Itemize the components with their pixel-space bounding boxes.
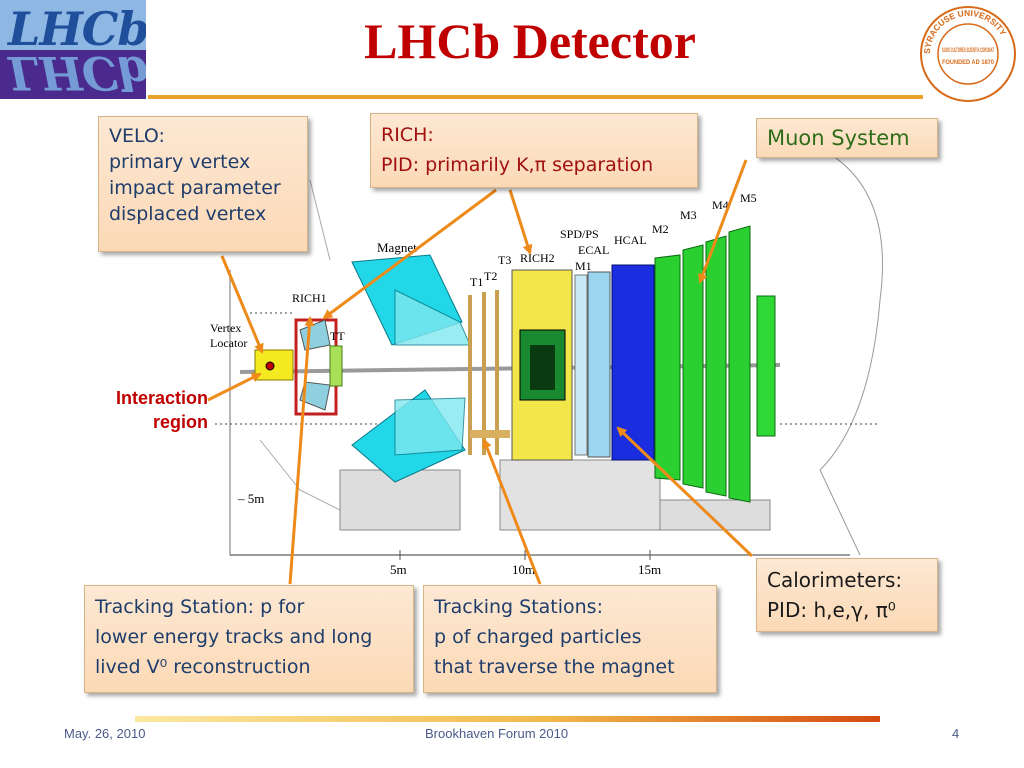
- arrow-interaction-region: [207, 372, 262, 402]
- label-m3: M3: [680, 208, 697, 222]
- label-t2: T2: [484, 269, 497, 283]
- label-rich1: RICH1: [292, 291, 327, 305]
- arrow-tracking-tt: [288, 316, 315, 585]
- label-m5: M5: [740, 191, 757, 205]
- tracking-stations-line-2: that traverse the magnet: [434, 656, 675, 678]
- tracking-station-line-3: lived V⁰ reconstruction: [95, 656, 311, 678]
- label-hcal: HCAL: [614, 233, 647, 247]
- lhcb-logo-text: LHCb: [8, 2, 146, 56]
- label-t3: T3: [498, 253, 511, 267]
- tracking-station-callout: Tracking Station: p for lower energy tra…: [84, 585, 414, 693]
- tracking-station-line-2: lower energy tracks and long: [95, 626, 373, 648]
- label-m1: M1: [575, 259, 592, 273]
- seal-founded: FOUNDED AD 1870: [942, 60, 995, 66]
- footer-rule: [135, 716, 880, 722]
- seal-motto: SUOS CULTORES SCIENTIA CORONAT: [942, 48, 994, 54]
- calorimeters-callout: Calorimeters: PID: h,e,γ, π⁰: [756, 558, 938, 632]
- title-rule: [148, 95, 923, 99]
- arrow-rich-1: [322, 188, 497, 320]
- interaction-region-line-2: region: [152, 412, 208, 432]
- rich-callout: RICH: PID: primarily K,π separation: [370, 113, 698, 188]
- x-tick-10m: 10m: [512, 562, 535, 577]
- tracking-stations-heading: Tracking Stations:: [434, 596, 603, 618]
- tracking-station-line-1: Tracking Station: p for: [95, 596, 305, 618]
- x-tick-5m: 5m: [390, 562, 407, 577]
- velo-callout: VELO: primary vertex impact parameter di…: [98, 116, 308, 252]
- label-ecal: ECAL: [578, 243, 609, 257]
- rich-line-1: PID: primarily K,π separation: [381, 154, 654, 176]
- velo-line-2: impact parameter: [109, 177, 281, 199]
- calorimeters-line-1: PID: h,e,γ, π⁰: [767, 598, 896, 622]
- arrow-velo: [220, 255, 264, 354]
- label-m4: M4: [712, 198, 729, 212]
- interaction-region-line-1: Interaction: [115, 388, 208, 408]
- velo-line-3: displaced vertex: [109, 203, 267, 225]
- velo-line-1: primary vertex: [109, 151, 251, 173]
- label-vertex-locator-2: Locator: [210, 336, 247, 350]
- arrow-calorimeters: [616, 426, 754, 558]
- label-spd-ps: SPD/PS: [560, 227, 599, 241]
- label-rich2: RICH2: [520, 251, 555, 265]
- slide-title: LHCb Detector: [364, 13, 696, 69]
- label-t1: T1: [470, 275, 483, 289]
- velo-heading: VELO:: [109, 125, 165, 147]
- syracuse-university-seal: SYRACUSE UNIVERSITY SUOS CULTORES SCIENT…: [920, 6, 1016, 102]
- lhcb-logo: LHCb LHCb: [0, 0, 146, 99]
- interaction-region-label: Interaction region: [60, 386, 208, 434]
- tracking-stations-line-1: p of charged particles: [434, 626, 642, 648]
- footer-date: May. 26, 2010: [64, 726, 146, 741]
- arrow-rich-2: [508, 189, 533, 255]
- calorimeters-heading: Calorimeters:: [767, 568, 903, 592]
- label-magnet: Magnet: [377, 240, 417, 255]
- muon-callout: Muon System: [756, 118, 938, 158]
- arrow-muon: [698, 159, 748, 284]
- rich-heading: RICH:: [381, 124, 434, 146]
- tracking-stations-callout: Tracking Stations: p of charged particle…: [423, 585, 717, 693]
- arrow-tracking-t: [482, 438, 542, 585]
- footer-page-number: 4: [952, 726, 960, 741]
- footer-event: Brookhaven Forum 2010: [425, 726, 569, 741]
- y-tick-minus-5m: – 5m: [237, 491, 264, 506]
- x-tick-15m: 15m: [638, 562, 661, 577]
- label-m2: M2: [652, 222, 669, 236]
- label-vertex-locator-1: Vertex: [210, 321, 241, 335]
- label-tt: TT: [330, 329, 345, 343]
